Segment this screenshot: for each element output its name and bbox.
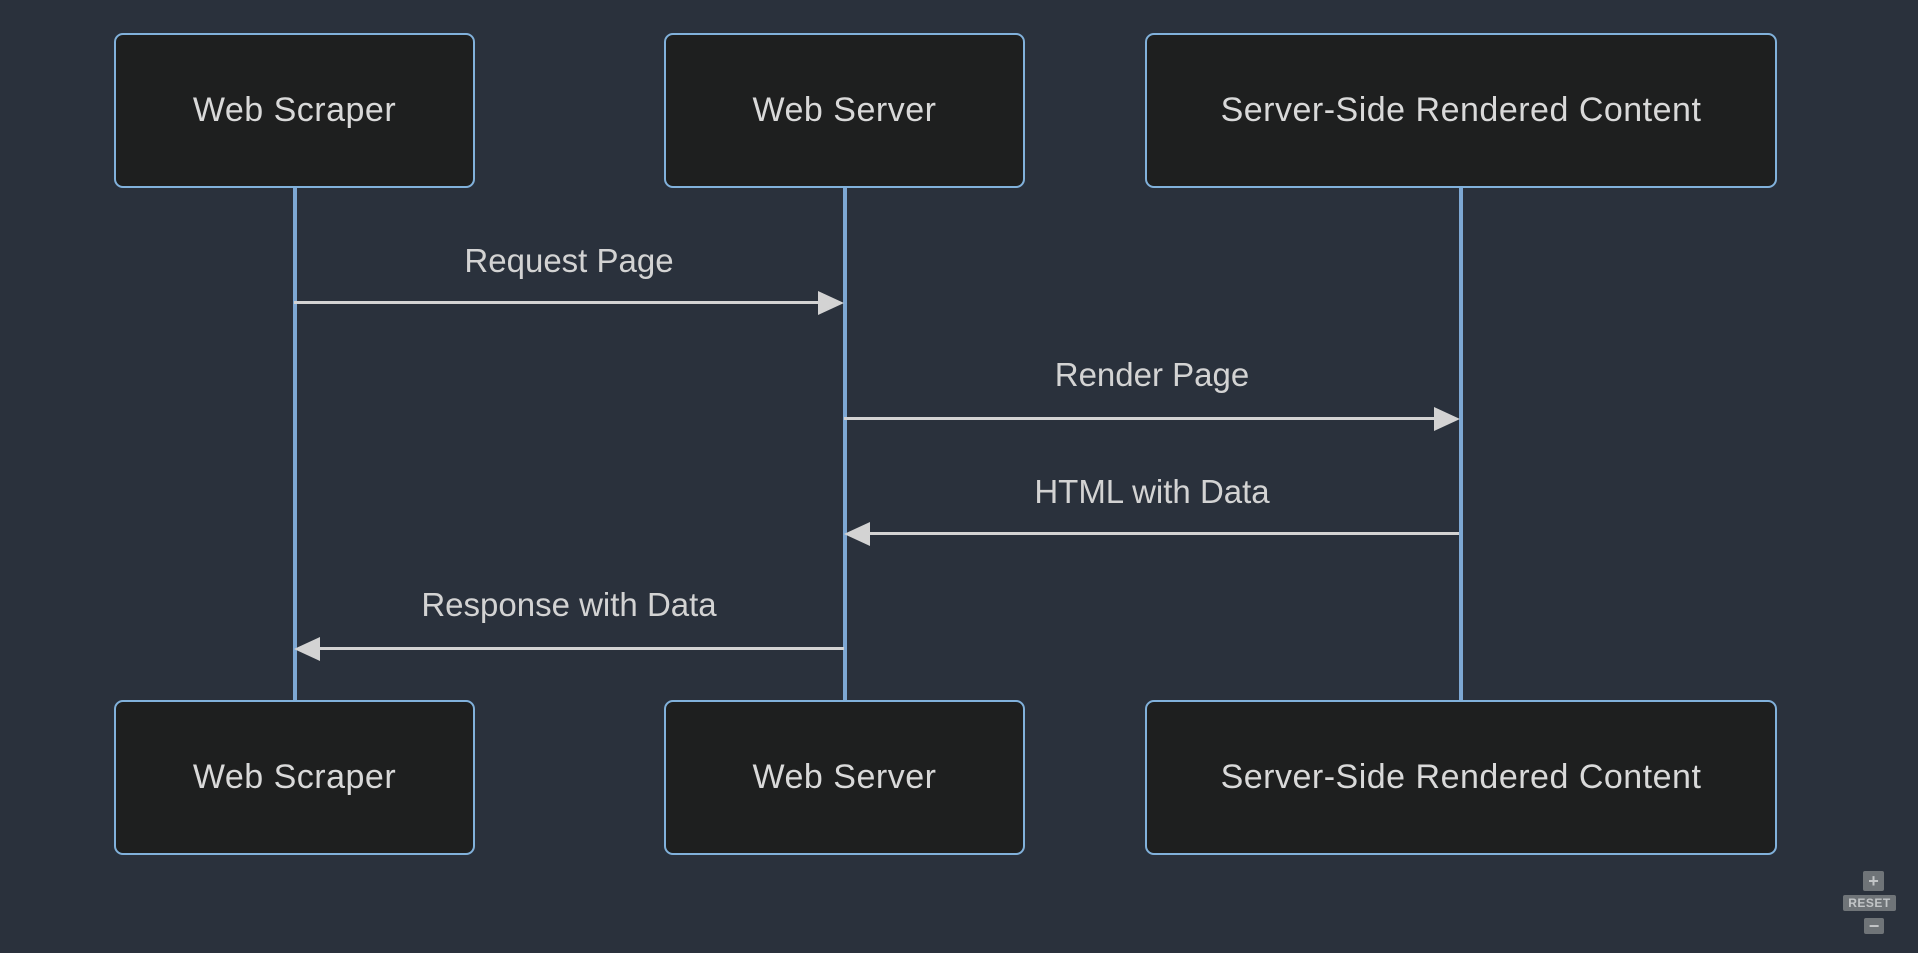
- arrowhead-left-icon: [294, 637, 320, 661]
- lifeline-web-scraper: [293, 188, 297, 700]
- message-label-html-with-data: HTML with Data: [1034, 473, 1270, 510]
- message-line-html-with-data: [869, 532, 1459, 535]
- actor-label: Web Server: [752, 758, 937, 796]
- actor-top-web-server: Web Server: [664, 33, 1025, 188]
- message-line-response-with-data: [319, 647, 844, 650]
- actor-bottom-web-scraper: Web Scraper: [114, 700, 475, 855]
- arrowhead-right-icon: [1434, 407, 1460, 431]
- lifeline-ssr-content: [1459, 188, 1463, 700]
- zoom-in-button[interactable]: +: [1863, 871, 1884, 891]
- message-line-render-page: [844, 417, 1435, 420]
- message-label-request-page: Request Page: [464, 242, 674, 279]
- actor-label: Server-Side Rendered Content: [1220, 758, 1702, 796]
- lifeline-web-server: [843, 188, 847, 700]
- actor-label: Web Scraper: [192, 758, 397, 796]
- actor-label: Web Server: [752, 91, 937, 129]
- actor-top-web-scraper: Web Scraper: [114, 33, 475, 188]
- actor-label: Web Scraper: [192, 91, 397, 129]
- zoom-reset-button[interactable]: RESET: [1843, 895, 1896, 911]
- message-line-request-page: [294, 301, 819, 304]
- message-label-response-with-data: Response with Data: [421, 586, 717, 623]
- actor-label: Server-Side Rendered Content: [1220, 91, 1702, 129]
- arrowhead-left-icon: [844, 522, 870, 546]
- message-label-render-page: Render Page: [1054, 356, 1250, 393]
- zoom-out-button[interactable]: −: [1864, 917, 1884, 935]
- arrowhead-right-icon: [818, 291, 844, 315]
- actor-top-ssr-content: Server-Side Rendered Content: [1145, 33, 1777, 188]
- actor-bottom-ssr-content: Server-Side Rendered Content: [1145, 700, 1777, 855]
- actor-bottom-web-server: Web Server: [664, 700, 1025, 855]
